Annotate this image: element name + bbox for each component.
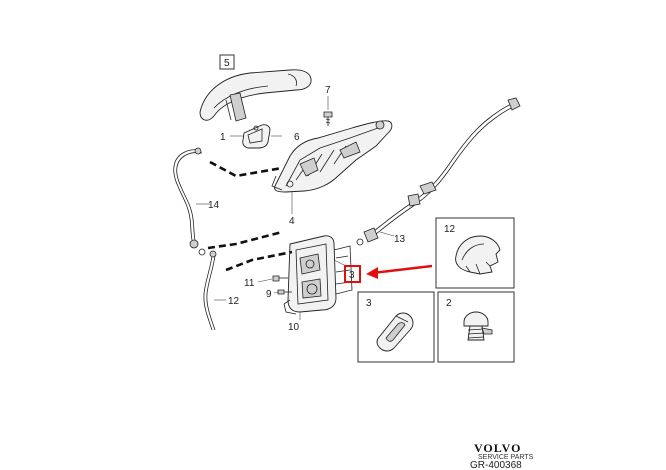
- screw-part-7: [323, 111, 333, 126]
- callout-4: 4: [289, 216, 295, 227]
- highlighted-callout-3: 3: [344, 265, 361, 283]
- screw-part-9: [277, 289, 292, 295]
- svg-text:3: 3: [349, 270, 355, 281]
- screw-part-11: [272, 275, 288, 282]
- dashed-route-upper: [209, 160, 283, 178]
- callout-7: 7: [325, 85, 331, 96]
- callout-13: 13: [394, 234, 406, 245]
- callout-9: 9: [266, 289, 272, 300]
- diagram-code: GR-400368: [470, 460, 522, 470]
- outer-handle-part: [199, 69, 312, 122]
- rod-part-12: [203, 250, 217, 331]
- dashed-route-middle: [207, 230, 283, 250]
- dashed-route-lower: [225, 250, 293, 272]
- red-arrow-icon: [366, 264, 433, 279]
- handle-bracket-part: [271, 120, 393, 193]
- volvo-logo: VOLVO SERVICE PARTS: [474, 441, 534, 461]
- svg-text:5: 5: [224, 58, 230, 69]
- callout-10: 10: [288, 322, 300, 333]
- svg-text:2: 2: [446, 298, 452, 309]
- callout-1: 1: [220, 132, 226, 143]
- callout-11: 11: [244, 278, 255, 289]
- detail-box-3: 3: [357, 291, 435, 363]
- svg-text:VOLVO: VOLVO: [474, 441, 521, 455]
- svg-text:3: 3: [366, 298, 372, 309]
- detail-box-12: 12: [435, 217, 515, 289]
- detail-box-2: 2: [437, 291, 515, 363]
- gasket-part: [242, 124, 271, 149]
- svg-text:12: 12: [444, 224, 456, 235]
- door-lock-part: [283, 235, 353, 315]
- callout-12-left: 12: [228, 296, 240, 307]
- callout-14: 14: [208, 200, 220, 211]
- svg-text:SERVICE PARTS: SERVICE PARTS: [478, 454, 534, 461]
- cable-part-13: [356, 97, 521, 246]
- callout-6: 6: [294, 132, 300, 143]
- rod-part-14: [173, 147, 206, 256]
- callout-5: 5: [219, 54, 235, 70]
